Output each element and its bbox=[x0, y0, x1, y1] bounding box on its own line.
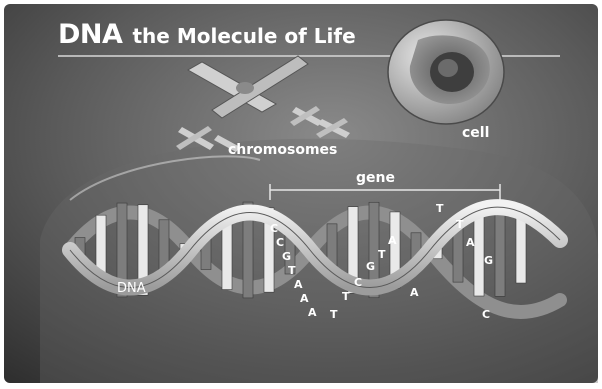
gene-label: gene bbox=[356, 170, 395, 186]
base-letter: A bbox=[294, 278, 303, 291]
base-letter: G bbox=[484, 254, 493, 267]
base-letter: T bbox=[342, 290, 350, 303]
base-pair-rung bbox=[516, 217, 526, 283]
title-highlight: DNA bbox=[58, 19, 123, 50]
base-letter: T bbox=[378, 248, 386, 261]
dna-label: DNA bbox=[117, 281, 146, 296]
base-letter: A bbox=[410, 286, 419, 299]
base-letter: C bbox=[354, 276, 362, 289]
base-letter: G bbox=[282, 250, 291, 263]
base-letter: A bbox=[300, 292, 309, 305]
base-letter: C bbox=[270, 222, 278, 235]
base-letter: A bbox=[308, 306, 317, 319]
base-letter: G bbox=[366, 260, 375, 273]
base-letter: C bbox=[276, 236, 284, 249]
cell-label: cell bbox=[462, 125, 489, 141]
chromosomes-label: chromosomes bbox=[228, 142, 337, 158]
base-letter: T bbox=[456, 218, 464, 231]
base-letter: T bbox=[330, 308, 338, 321]
base-letter: A bbox=[466, 236, 475, 249]
base-letter: C bbox=[482, 308, 490, 321]
title: DNA the Molecule of Life bbox=[58, 19, 356, 50]
base-letter: A bbox=[388, 234, 397, 247]
title-rest: the Molecule of Life bbox=[133, 24, 356, 48]
cell-illustration bbox=[388, 20, 504, 124]
base-letter: T bbox=[436, 202, 444, 215]
base-letter: T bbox=[288, 264, 296, 277]
base-pair-rung bbox=[495, 204, 505, 297]
